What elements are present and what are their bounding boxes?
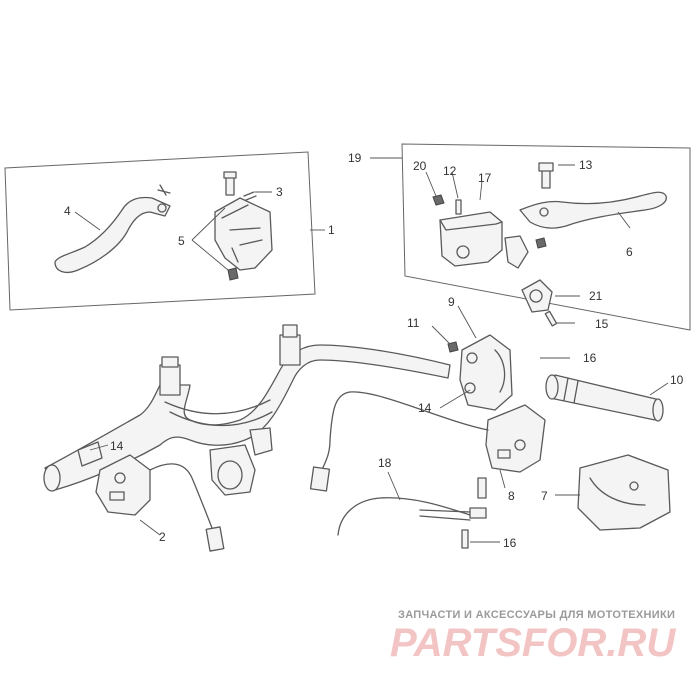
- right-handlebar-switch: [309, 391, 546, 492]
- callout-6: 6: [626, 245, 633, 259]
- watermark-logo-main: PARTSFOR: [390, 621, 606, 665]
- callout-4: 4: [64, 204, 71, 218]
- callout-12: 12: [443, 164, 457, 178]
- callout-1: 1: [328, 223, 335, 237]
- watermark-subtitle: ЗАПЧАСТИ И АКСЕССУАРЫ ДЛЯ МОТОТЕХНИКИ: [398, 609, 675, 621]
- throttle-housing: [447, 334, 513, 411]
- callout-13: 13: [579, 158, 593, 172]
- front-brake-lever: [519, 191, 667, 229]
- callout-16a: 16: [583, 351, 597, 365]
- callout-8: 8: [508, 489, 515, 503]
- callout-15: 15: [595, 317, 609, 331]
- callout-5: 5: [178, 234, 185, 248]
- watermark-logo-domain: .RU: [606, 621, 676, 665]
- master-cylinder-body: [439, 211, 503, 267]
- callout-14b: 14: [418, 401, 432, 415]
- handlebar: [43, 324, 451, 496]
- callout-11: 11: [407, 316, 420, 330]
- master-cylinder-clamp: [504, 235, 529, 269]
- watermark: ЗАПЧАСТИ И АКСЕССУАРЫ ДЛЯ МОТОТЕХНИКИ PA…: [390, 609, 676, 665]
- front-brake-master-cylinder-box: [401, 143, 691, 331]
- brake-cable: [337, 477, 487, 549]
- clutch-lever: [54, 196, 171, 273]
- callout-2: 2: [159, 530, 166, 544]
- throttle-grip: [545, 374, 664, 422]
- callout-16b: 16: [503, 536, 517, 550]
- callout-7: 7: [541, 489, 548, 503]
- leader-lines: [74, 157, 669, 543]
- callout-21: 21: [589, 289, 603, 303]
- callout-17: 17: [478, 171, 492, 185]
- left-handlebar-switch: [77, 441, 225, 552]
- callout-20: 20: [413, 159, 427, 173]
- switch-cover: [577, 454, 671, 531]
- callout-3: 3: [276, 185, 283, 199]
- clutch-lever-assembly-box: [4, 151, 316, 311]
- callout-9: 9: [448, 295, 455, 309]
- watermark-logo: PARTSFOR.RU: [390, 621, 676, 665]
- callout-14a: 14: [110, 439, 124, 453]
- callout-10: 10: [670, 373, 684, 387]
- clutch-lever-bracket: [214, 197, 273, 271]
- callout-18: 18: [378, 456, 392, 470]
- callout-labels: 1 2 3 4 5 6 7 8 9 10 11 12 13 14 14 15 1…: [64, 151, 684, 550]
- callout-19: 19: [348, 151, 362, 165]
